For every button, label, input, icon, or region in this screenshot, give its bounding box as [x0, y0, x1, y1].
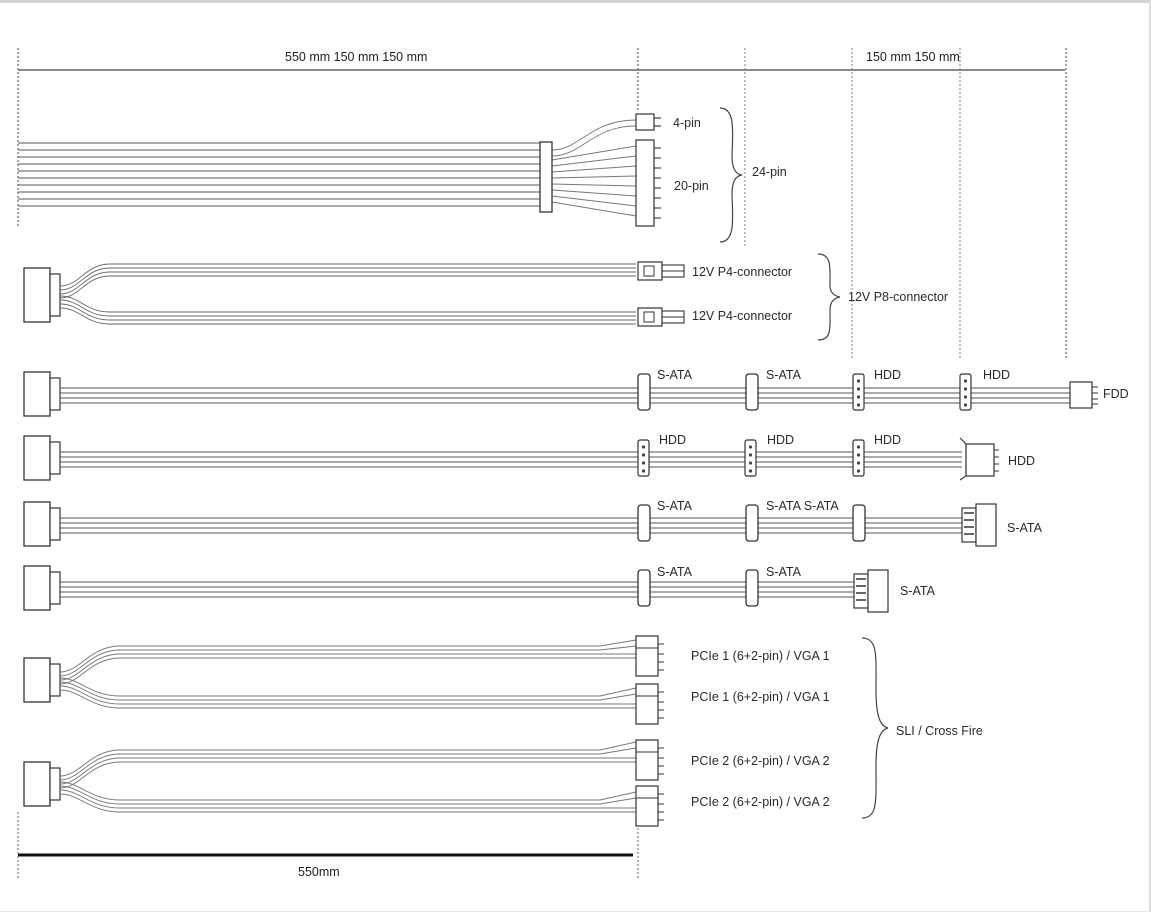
label-p8: 12V P8-connector	[848, 290, 948, 304]
label-hdd: HDD	[659, 433, 686, 447]
label-hdd: HDD	[874, 433, 901, 447]
label-hdd: HDD	[767, 433, 794, 447]
dimension-top: 550 mm 150 mm 150 mm 150 mm 150 mm	[17, 48, 1067, 360]
sata-connector	[637, 569, 651, 607]
label-sata: S-ATA	[900, 584, 936, 598]
label-hdd: HDD	[983, 368, 1010, 382]
sata-connector	[637, 373, 651, 411]
label-pcie: PCIe 1 (6+2-pin) / VGA 1	[691, 649, 830, 663]
dimension-label-bottom: 550mm	[298, 865, 340, 879]
atx-4pin-connector	[635, 113, 655, 131]
label-sli-crossfire: SLI / Cross Fire	[896, 724, 983, 738]
dimension-bottom: 550mm	[17, 812, 639, 880]
atx-20pin-connector	[635, 139, 655, 227]
cable-atx-24pin: 4-pin 20-pin 24-pin	[18, 107, 787, 243]
sli-crossfire-brace: SLI / Cross Fire	[861, 637, 983, 819]
label-20pin: 20-pin	[674, 179, 709, 193]
molex-connector	[744, 439, 757, 477]
cable-cpu-p4-p8: 12V P4-connector 12V P4-connector 12V P8…	[23, 253, 948, 341]
cable-sata-hdd-fdd: S-ATA S-ATA HDD HDD FDD	[23, 368, 1129, 417]
molex-connector	[959, 373, 972, 411]
label-24pin: 24-pin	[752, 165, 787, 179]
sata-connector	[852, 504, 866, 542]
label-sata: S-ATA	[766, 565, 802, 579]
molex-connector	[637, 439, 650, 477]
dimension-label-top-left: 550 mm 150 mm 150 mm	[285, 50, 427, 64]
label-hdd: HDD	[1008, 454, 1035, 468]
label-sata: S-ATA	[1007, 521, 1043, 535]
molex-end-connector	[965, 443, 995, 477]
sata-connector	[745, 373, 759, 411]
sata-connector	[745, 569, 759, 607]
label-hdd: HDD	[874, 368, 901, 382]
pcie-connector	[635, 739, 659, 781]
dimension-label-top-right: 150 mm 150 mm	[866, 50, 960, 64]
pcie-connector	[635, 683, 659, 725]
label-p4-b: 12V P4-connector	[692, 309, 792, 323]
cable-sata-b: S-ATA S-ATA S-ATA	[23, 565, 936, 613]
label-sata-sata: S-ATA S-ATA	[766, 499, 839, 513]
fdd-connector	[1069, 381, 1093, 409]
sata-connector	[745, 504, 759, 542]
pcie-connector	[635, 785, 659, 827]
cable-pcie-2: PCIe 2 (6+2-pin) / VGA 2 PCIe 2 (6+2-pin…	[23, 739, 830, 827]
label-pcie: PCIe 2 (6+2-pin) / VGA 2	[691, 795, 830, 809]
label-p4-a: 12V P4-connector	[692, 265, 792, 279]
molex-connector	[852, 373, 865, 411]
label-4pin: 4-pin	[673, 116, 701, 130]
label-sata: S-ATA	[657, 368, 693, 382]
label-pcie: PCIe 1 (6+2-pin) / VGA 1	[691, 690, 830, 704]
label-sata: S-ATA	[657, 499, 693, 513]
cable-hdd: HDD HDD HDD HDD	[23, 433, 1035, 481]
label-sata: S-ATA	[766, 368, 802, 382]
pcie-connector	[635, 635, 659, 677]
label-fdd: FDD	[1103, 387, 1129, 401]
cable-sata-a: S-ATA S-ATA S-ATA S-ATA	[23, 499, 1043, 547]
cable-pcie-1: PCIe 1 (6+2-pin) / VGA 1 PCIe 1 (6+2-pin…	[23, 635, 830, 725]
molex-connector	[852, 439, 865, 477]
label-pcie: PCIe 2 (6+2-pin) / VGA 2	[691, 754, 830, 768]
label-sata: S-ATA	[657, 565, 693, 579]
sata-connector	[637, 504, 651, 542]
